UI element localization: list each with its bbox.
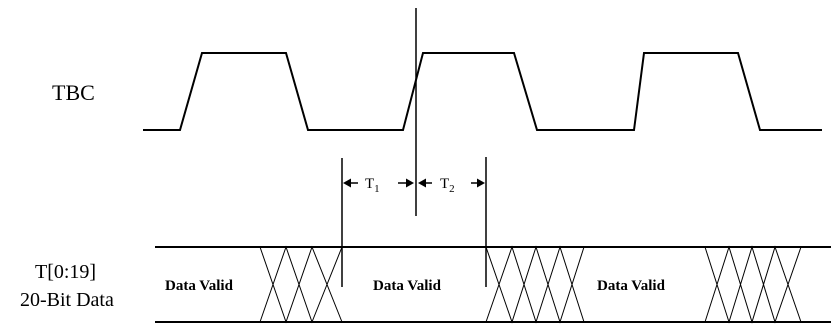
t1-label: T1 (365, 176, 380, 195)
data-valid-label: Data Valid (597, 278, 666, 294)
clock-waveform (143, 52, 822, 131)
bus-transition-region-3 (704, 245, 802, 324)
bus-signal-label-line2: 20-Bit Data (20, 289, 114, 311)
data-valid-label: Data Valid (373, 278, 442, 294)
t1-dimension: T1 (343, 176, 414, 195)
t2-dimension: T2 (418, 176, 485, 195)
data-valid-label: Data Valid (165, 278, 234, 294)
bus-transition-region-2 (485, 245, 585, 324)
bus-transition-region-1 (259, 245, 343, 324)
bus-signal-label-line1: T[0:19] (35, 261, 96, 283)
clock-signal-label: TBC (52, 80, 95, 105)
t2-label: T2 (440, 176, 455, 195)
